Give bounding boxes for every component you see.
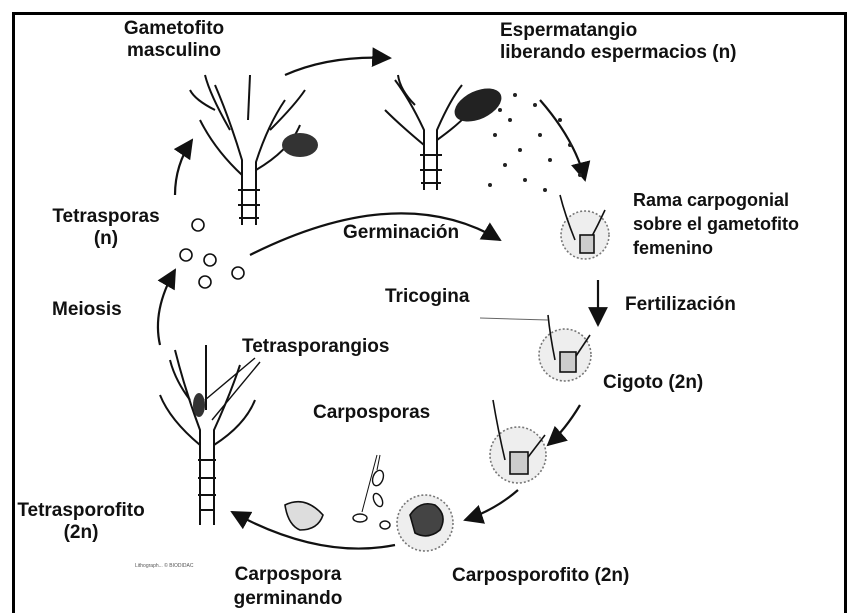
arrow-to-carposporofito [465,490,518,520]
carpogonial-branch-drawing [560,195,609,259]
spermatia-dots [488,93,582,192]
espermatangio-drawing [385,75,507,190]
label-cigoto: Cigoto (2n) [603,372,703,394]
arrow-tetrasporas-up [175,140,192,195]
label-tetrasporofito: Tetrasporofito (2n) [6,500,156,544]
cigoto-drawing [490,400,546,483]
label-gametofito-masculino: Gametofito masculino [94,18,254,62]
carpospores-drawing [353,455,390,529]
arrow-male-to-espermatangio [285,58,390,75]
label-meiosis: Meiosis [52,299,122,321]
arrow-espermatangio-to-rama [540,100,585,180]
label-carpospora-germinando: Carpospora germinando [218,563,358,611]
label-rama-carpogonial: Rama carpogonial sobre el gametofito fem… [633,188,799,260]
label-carposporofito: Carposporofito (2n) [452,565,629,587]
tetraspores-drawing [180,219,244,288]
arrow-meiosis [158,270,175,345]
label-fertilizacion: Fertilización [625,294,736,316]
arrow-cigoto-to-stage [548,405,580,445]
male-gametophyte-drawing [190,75,318,225]
image-credit: Lithograph... © BIODIDAC [135,563,193,569]
label-tetrasporas: Tetrasporas (n) [26,206,186,250]
tricogina-drawing [480,315,591,381]
tetrasporophyte-drawing [160,345,260,525]
label-carposporas: Carposporas [313,402,430,424]
label-espermatangio: Espermatangio liberando espermacios (n) [500,20,737,64]
label-germinacion: Germinación [343,222,459,244]
germinating-carpospore-drawing [285,502,323,530]
label-tetrasporangios: Tetrasporangios [242,336,389,358]
carposporophyte-drawing [397,495,453,551]
label-tricogina: Tricogina [385,286,469,308]
